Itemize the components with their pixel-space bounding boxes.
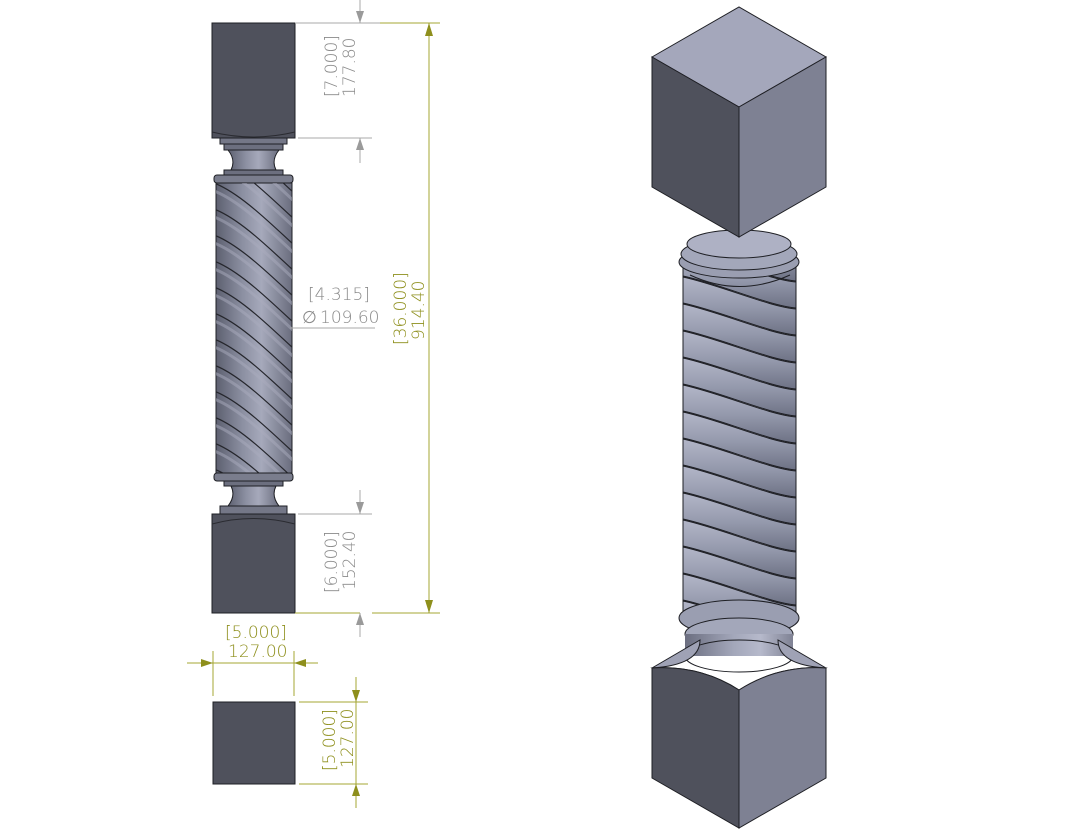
diameter-symbol-icon: ∅ xyxy=(302,308,317,328)
front-bottom-block xyxy=(211,513,296,614)
twist-highlight xyxy=(272,183,292,202)
twist-groove xyxy=(282,183,292,192)
dim-block-depth: [5.000] 127.00 xyxy=(299,677,368,808)
twist-strand xyxy=(682,411,797,471)
twist-groove xyxy=(216,209,292,270)
front-view xyxy=(211,22,296,614)
dim-top-block-height: [7.000] 177.80 xyxy=(295,0,380,163)
dim-block-depth-mm: 127.00 xyxy=(338,709,358,768)
dim-bottom-block-height-inch: [6.000] xyxy=(322,531,342,593)
iso-bottom-block xyxy=(650,639,828,829)
dim-shaft-diameter: [4.315] ∅ 109.60 xyxy=(290,285,379,329)
twist-highlight xyxy=(241,183,292,228)
twist-groove xyxy=(216,287,292,348)
twist-strand xyxy=(682,276,797,336)
twist-strand xyxy=(682,303,797,363)
dim-bottom-block-height: [6.000] 152.40 xyxy=(298,490,372,637)
iso-lower-collar xyxy=(678,599,800,673)
twist-strand xyxy=(682,357,797,417)
dim-overall-height-mm: 914.40 xyxy=(409,281,429,340)
twist-groove xyxy=(216,235,292,296)
twist-groove xyxy=(253,183,292,218)
dim-block-width-inch: [5.000] xyxy=(225,623,287,643)
front-bottom-block-fillet xyxy=(211,518,296,525)
dim-top-block-height-inch: [7.000] xyxy=(322,35,342,97)
twist-groove xyxy=(216,391,292,452)
twist-groove xyxy=(216,365,292,426)
dim-overall-height-inch: [36.000] xyxy=(391,272,411,345)
dim-top-block-height-mm: 177.80 xyxy=(340,38,360,97)
front-top-block xyxy=(211,22,296,139)
twist-highlight xyxy=(216,320,292,384)
twist-strand xyxy=(682,519,797,579)
twist-strand xyxy=(682,546,797,606)
front-lower-collar xyxy=(213,472,294,515)
twist-groove xyxy=(216,313,292,374)
dim-overall-height: [36.000] 914.40 xyxy=(295,22,440,614)
dim-block-width: [5.000] 127.00 xyxy=(187,623,318,696)
twist-highlight xyxy=(216,190,292,254)
twist-strand xyxy=(682,492,797,552)
dim-block-width-mm: 127.00 xyxy=(228,642,287,662)
twist-highlight xyxy=(216,216,292,280)
twist-strand xyxy=(682,465,797,525)
twist-groove xyxy=(216,261,292,322)
twist-highlight xyxy=(216,346,292,410)
twist-highlight xyxy=(216,268,292,332)
dim-shaft-diameter-inch: [4.315] xyxy=(308,285,370,305)
twist-highlight xyxy=(216,424,282,473)
isometric-view xyxy=(650,6,828,829)
front-top-block-fillet xyxy=(211,131,296,138)
twist-groove xyxy=(216,417,289,473)
top-view xyxy=(212,701,296,785)
twist-strand xyxy=(682,330,797,390)
dim-block-depth-inch: [5.000] xyxy=(320,709,340,771)
twist-strand xyxy=(682,384,797,444)
twist-groove xyxy=(216,443,260,473)
twist-groove xyxy=(216,183,292,244)
twist-strand xyxy=(682,438,797,498)
iso-top-block xyxy=(650,6,828,238)
twist-highlight xyxy=(216,294,292,358)
front-upper-collar xyxy=(213,137,294,184)
dim-shaft-diameter-mm: 109.60 xyxy=(320,308,379,328)
twist-highlight xyxy=(216,450,252,473)
twist-highlight xyxy=(216,372,292,436)
twist-groove xyxy=(216,339,292,400)
twist-highlight xyxy=(216,398,292,462)
dim-bottom-block-height-mm: 152.40 xyxy=(340,531,360,590)
iso-upper-collar xyxy=(678,229,800,287)
twist-highlight xyxy=(216,242,292,306)
